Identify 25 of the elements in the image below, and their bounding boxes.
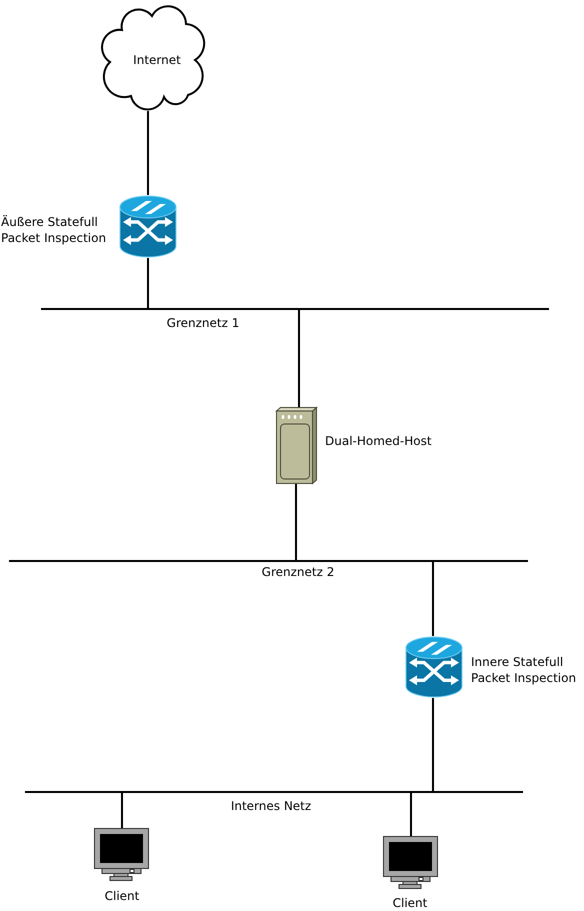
- device-label: Innere Statefull Packet Inspection: [471, 654, 578, 686]
- device-label: Äußere Statefull Packet Inspection: [1, 214, 108, 246]
- connector-line: [432, 562, 434, 636]
- connector-line: [121, 793, 123, 828]
- network-label: Internes Netz: [230, 798, 312, 814]
- network-line: [9, 560, 528, 562]
- monitor-icon: [383, 836, 438, 889]
- connector-line: [410, 793, 412, 836]
- network-line: [41, 308, 549, 310]
- network-line: [25, 791, 523, 793]
- device-label: Client: [104, 888, 140, 904]
- cloud-label: Internet: [133, 52, 181, 68]
- connector-line: [295, 484, 297, 560]
- server-tower-icon: [276, 407, 317, 484]
- cloud-shape: [100, 2, 206, 111]
- network-label: Grenznetz 1: [166, 315, 240, 331]
- device-label: Client: [392, 895, 428, 911]
- device-label: Dual-Homed-Host: [325, 433, 432, 449]
- router-icon: [119, 195, 177, 258]
- monitor-icon: [94, 828, 149, 881]
- connector-line: [298, 310, 300, 407]
- connector-line: [147, 258, 149, 308]
- network-label: Grenznetz 2: [262, 564, 334, 580]
- connector-line: [432, 698, 434, 791]
- router-icon: [405, 636, 463, 698]
